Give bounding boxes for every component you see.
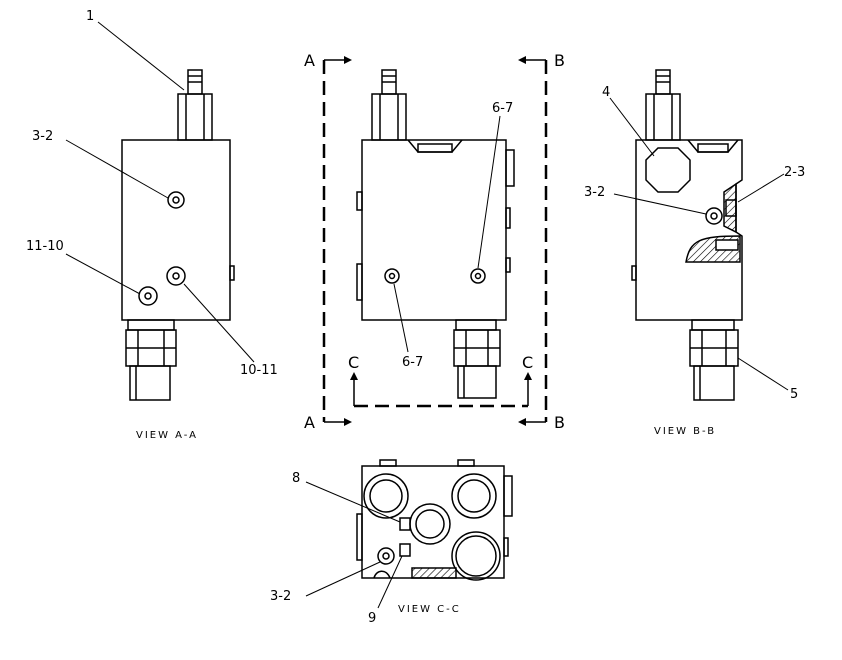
- callout-4: 4: [602, 85, 610, 100]
- view-c-plug-3-2: [377, 547, 395, 565]
- callout-6-7-top: 6-7: [492, 101, 513, 116]
- view-a-plug-11-10: [138, 286, 158, 306]
- middle-plug-6-7-left: [384, 268, 400, 284]
- callout-6-7-bottom: 6-7: [402, 355, 423, 370]
- view-b-plug-3-2: [705, 207, 723, 225]
- section-marker-a-bottom: A: [304, 413, 315, 432]
- section-marker-c-right: C: [522, 353, 533, 372]
- view-c-part-8: [399, 517, 411, 531]
- view-b-drawing: [631, 69, 743, 401]
- view-c-port-1: [363, 473, 409, 519]
- view-a-body: [121, 139, 231, 321]
- view-a-fitting-end: [129, 365, 171, 401]
- view-a-plug-3-2: [167, 191, 185, 209]
- callout-8: 8: [292, 471, 300, 486]
- view-c-caption: VIEW C-C: [398, 604, 461, 615]
- section-marker-a-top: A: [304, 51, 315, 70]
- view-b-body: [635, 139, 743, 321]
- section-marker-b-bottom: B: [554, 413, 565, 432]
- view-b-plug-4: [645, 147, 691, 193]
- view-c-port-4: [451, 531, 501, 581]
- section-marker-b-top: B: [554, 51, 565, 70]
- view-b-caption: VIEW B-B: [654, 426, 716, 437]
- middle-plug-6-7-right: [470, 268, 486, 284]
- section-marker-c-left: C: [348, 353, 359, 372]
- callout-11-10: 11-10: [26, 239, 64, 254]
- view-a-fitting-collar: [127, 319, 175, 331]
- middle-view-drawing: [356, 69, 515, 399]
- callout-1: 1: [86, 9, 94, 24]
- view-a-drawing: [121, 69, 235, 401]
- middle-fitting-end: [457, 365, 497, 399]
- middle-adjuster-nut: [371, 93, 407, 141]
- view-b-fitting-end: [693, 365, 735, 401]
- callout-2-3: 2-3: [784, 165, 805, 180]
- middle-body: [361, 139, 507, 321]
- view-a-caption: VIEW A-A: [136, 430, 198, 441]
- callout-3-2-view-a: 3-2: [32, 129, 53, 144]
- view-a-plug-10-11: [166, 266, 186, 286]
- callout-3-2-view-c: 3-2: [270, 589, 291, 604]
- callout-5: 5: [790, 387, 798, 402]
- view-c-port-2: [451, 473, 497, 519]
- section-frame: [322, 60, 548, 422]
- view-c-cutaway: [411, 567, 457, 579]
- callout-10-11: 10-11: [240, 363, 278, 378]
- view-c-drawing: [356, 459, 513, 581]
- view-a-adjuster-nut: [177, 93, 213, 141]
- callout-3-2-view-b: 3-2: [584, 185, 605, 200]
- callout-9: 9: [368, 611, 376, 626]
- view-c-part-9: [399, 543, 411, 557]
- view-b-adjuster-nut: [645, 93, 681, 141]
- view-b-cutaway-upper: [723, 182, 737, 234]
